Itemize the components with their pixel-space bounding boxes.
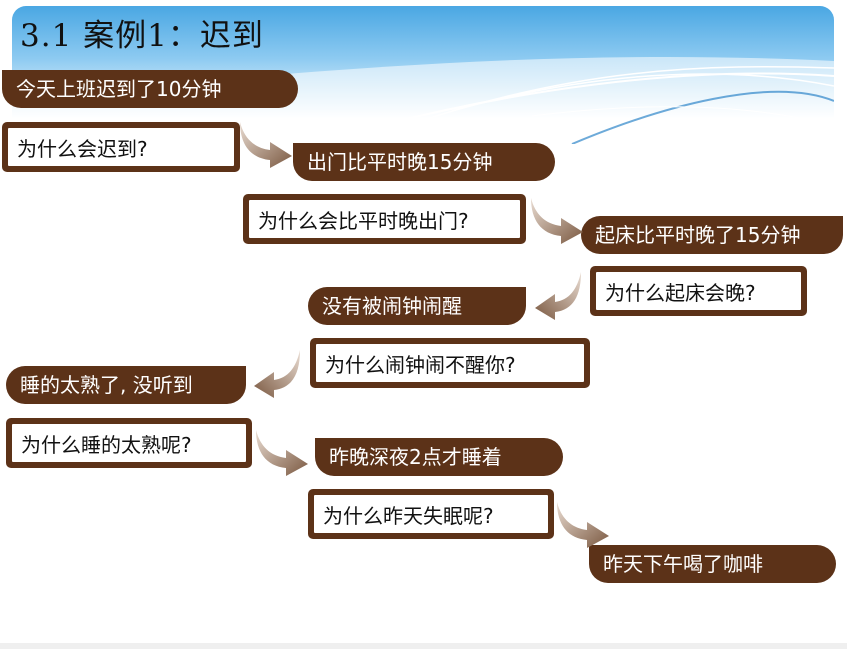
question-box-4: 为什么闹钟闹不醒你?: [310, 338, 590, 388]
answer-box-6: 昨晚深夜2点才睡着: [315, 438, 563, 476]
answer-box-2: 出门比平时晚15分钟: [293, 143, 555, 181]
question-box-5: 为什么睡的太熟呢?: [6, 418, 252, 468]
question-text-1: 为什么会迟到?: [6, 126, 236, 168]
question-text-6: 为什么昨天失眠呢?: [312, 493, 550, 535]
question-box-1: 为什么会迟到?: [2, 122, 240, 172]
question-box-6: 为什么昨天失眠呢?: [308, 489, 554, 539]
answer-box-3: 起床比平时晚了15分钟: [581, 216, 843, 254]
question-box-2: 为什么会比平时晚出门?: [243, 194, 526, 244]
question-text-2: 为什么会比平时晚出门?: [247, 198, 522, 240]
answer-box-1: 今天上班迟到了10分钟: [2, 70, 298, 108]
answer-box-4: 没有被闹钟闹醒: [308, 287, 526, 325]
curved-arrow-down-right-icon: [256, 430, 308, 476]
curved-arrow-down-right-icon: [531, 198, 583, 244]
curved-arrow-down-right-icon: [240, 122, 292, 168]
answer-box-7: 昨天下午喝了咖啡: [589, 545, 836, 583]
bottom-divider: [0, 643, 847, 649]
question-text-4: 为什么闹钟闹不醒你?: [314, 342, 586, 384]
question-text-5: 为什么睡的太熟呢?: [10, 422, 248, 464]
curved-arrow-down-left-icon: [535, 272, 581, 320]
curved-arrow-down-left-icon: [254, 350, 300, 398]
slide-title: 3.1 案例1：迟到: [20, 18, 264, 54]
answer-box-5: 睡的太熟了, 没听到: [6, 366, 246, 404]
curved-arrow-down-right-icon: [557, 502, 609, 548]
question-text-3: 为什么起床会晚?: [594, 270, 803, 312]
question-box-3: 为什么起床会晚?: [590, 266, 807, 316]
